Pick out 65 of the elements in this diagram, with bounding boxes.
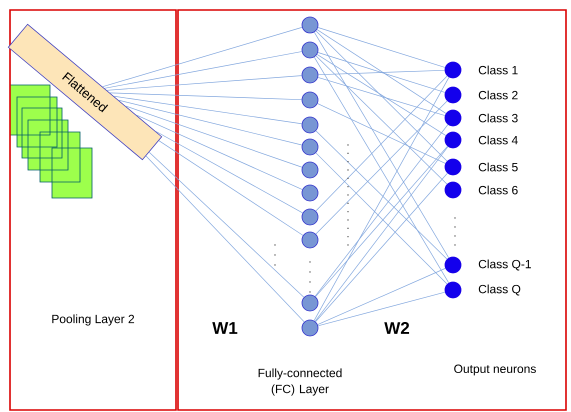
output-neuron [444,132,462,148]
connection-line [318,292,446,326]
neuron [302,294,318,312]
class-label: Class Q-1 [478,260,531,270]
neuron [302,320,318,336]
connection-line [315,172,448,322]
connection-line [158,140,304,236]
class-label: Class 6 [478,186,518,194]
layer-frame [9,9,177,411]
connection-line [136,114,303,190]
connection-line [118,100,302,146]
class-label: Class 5 [478,162,518,172]
neuron [302,208,318,226]
neuron [302,162,318,178]
layer-frame [177,9,567,411]
connection-line [104,51,302,89]
connection-line [318,52,446,93]
class-label: Class 3 [478,114,518,122]
output-neuron [444,282,462,298]
connection-line [314,56,450,284]
output-neuron [444,182,462,198]
connection-line [314,77,450,321]
layer-label: Pooling Layer 2 [52,314,134,326]
connection-line [146,156,305,322]
connection-line [317,103,446,164]
class-label: Class 1 [478,66,518,74]
output-neuron [444,158,462,176]
connection-line [125,106,302,168]
connection-line [316,56,448,184]
class-label: Class Q [478,284,520,296]
connection-line [316,76,448,212]
neuron [302,116,318,134]
output-neuron [444,110,462,126]
neuron [302,16,318,34]
connection-line [316,29,446,114]
connection-line [316,100,448,234]
connection-line [318,27,446,68]
weight-label: W1 [212,322,238,334]
connection-line [316,130,448,260]
connection-line [114,96,302,124]
layer-label: Fully-connected (FC) Layer [258,368,342,396]
connection-line [102,27,302,88]
connection-line [110,92,302,100]
output-neuron [444,256,462,274]
neuron [302,66,318,84]
connection-line [314,32,450,258]
connection-line [148,152,304,298]
class-label: Class 2 [478,90,518,100]
connection-line [318,70,445,76]
connection-line [156,131,304,214]
neuron [302,42,318,58]
class-label: Class 4 [478,136,518,144]
weight-label: W2 [384,322,410,334]
connection-line [316,30,448,162]
output-neuron [444,62,462,78]
output-neuron [444,86,462,104]
neuron [302,232,318,248]
connection-line [106,75,302,91]
neuron [302,138,318,156]
neuron [302,184,318,202]
connection-line [317,268,446,325]
connection-line [316,54,446,136]
connection-line [318,77,446,116]
neuron [302,92,318,108]
layer-label: Output neurons [454,364,536,376]
